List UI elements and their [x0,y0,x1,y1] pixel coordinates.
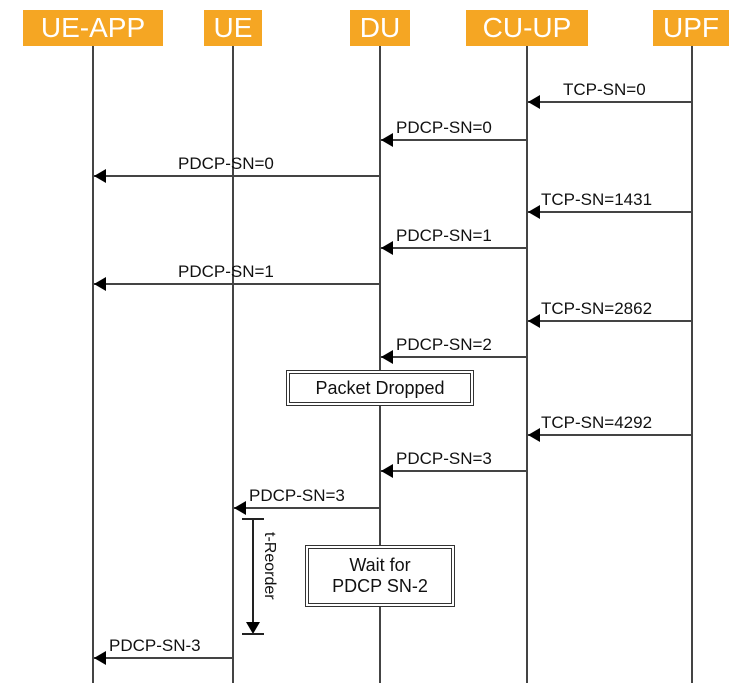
message-label: PDCP-SN-3 [109,636,201,655]
message-arrow [528,205,692,219]
message-arrow [381,464,527,478]
arrowhead-icon [528,205,540,219]
message-label: PDCP-SN=1 [178,262,274,281]
arrowhead-icon [381,464,393,478]
message-arrow [528,95,692,109]
message-arrow [528,314,692,328]
arrowhead-icon [381,133,393,147]
arrowhead-icon [381,241,393,255]
message-arrow [381,241,527,255]
arrowhead-icon [381,350,393,364]
message-label: TCP-SN=2862 [541,299,653,318]
arrowhead-icon [528,95,540,109]
timer-label: t-Reorder [261,532,278,600]
message-arrow [94,651,233,665]
message-arrow [94,169,380,183]
lane-label-ue: UE [204,10,262,46]
arrowhead-icon [94,277,106,291]
lifeline-du [379,46,381,683]
message-arrow [94,277,380,291]
wait-note-line-1: Wait for [349,555,411,575]
message-label: TCP-SN=4292 [541,413,653,432]
lifeline-ue [232,46,234,683]
arrowhead-icon [234,501,246,515]
arrowhead-icon [528,314,540,328]
message-arrow [528,428,692,442]
message-label: PDCP-SN=1 [396,226,492,245]
lane-label-upf: UPF [653,10,729,46]
message-label: PDCP-SN=3 [249,486,345,505]
message-label: PDCP-SN=3 [396,449,492,468]
message-arrow [234,501,380,515]
lane-label-du: DU [350,10,410,46]
lifeline-cu-up [526,46,528,683]
timer-arrowhead-icon [246,622,260,634]
message-label: PDCP-SN=0 [396,118,492,137]
arrowhead-icon [94,169,106,183]
message-label: TCP-SN=1431 [541,190,653,209]
lifeline-upf [691,46,693,683]
wait-note-line-2: PDCP SN-2 [332,576,428,596]
timer-line [252,518,254,624]
lifeline-ue-app [92,46,94,683]
message-label: TCP-SN=0 [563,80,646,99]
lane-label-ue-app: UE-APP [23,10,163,46]
lane-label-cu-up: CU-UP [466,10,588,46]
message-arrow [381,350,527,364]
message-label: PDCP-SN=0 [178,154,274,173]
wait-note: Wait for PDCP SN-2 [308,548,452,604]
message-arrow [381,133,527,147]
packet-dropped-note: Packet Dropped [289,373,471,403]
arrowhead-icon [528,428,540,442]
timer-end-cap [242,633,264,635]
message-label: PDCP-SN=2 [396,335,492,354]
arrowhead-icon [94,651,106,665]
